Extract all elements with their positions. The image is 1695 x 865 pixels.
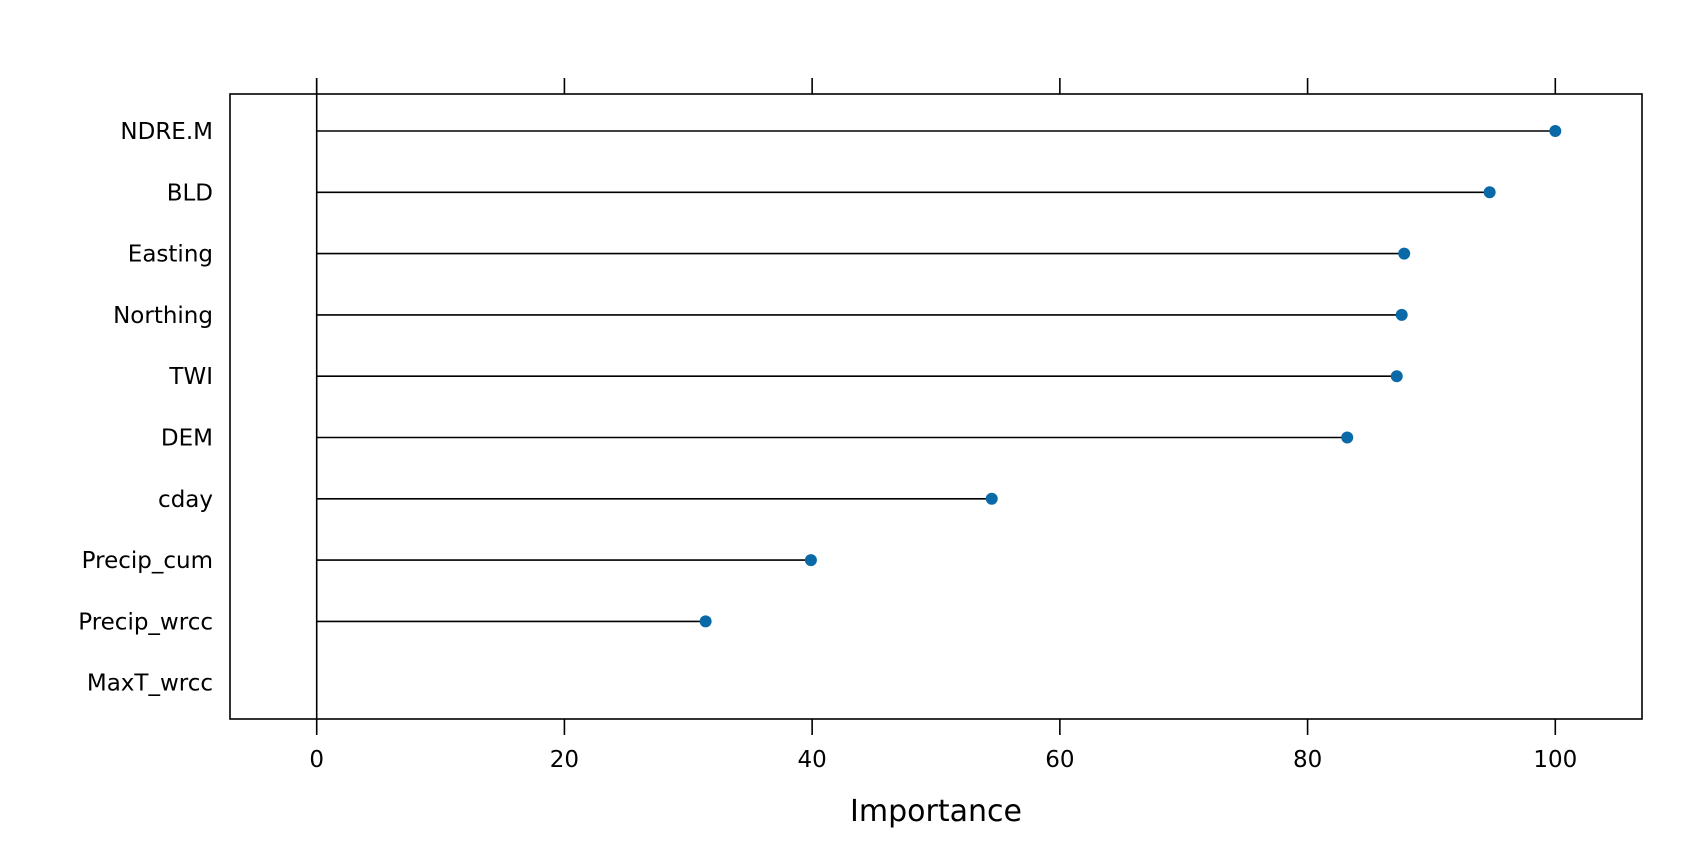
plot-frame	[229, 93, 1643, 720]
x-tick-label: 0	[309, 747, 324, 773]
category-label: MaxT_wrcc	[87, 671, 213, 697]
category-label: NDRE.M	[120, 119, 213, 145]
lollipop-points	[699, 125, 1562, 628]
lollipop-point	[1483, 186, 1496, 199]
category-label: Easting	[128, 242, 213, 268]
category-label: TWI	[168, 364, 213, 390]
category-label: Precip_cum	[82, 548, 213, 574]
x-tick-label: 100	[1533, 747, 1577, 773]
lollipop-point	[804, 554, 817, 567]
lollipop-stems	[316, 130, 1556, 623]
category-label: cday	[158, 487, 213, 513]
x-tick-label: 60	[1045, 747, 1074, 773]
lollipop-point	[985, 492, 998, 505]
category-label: Precip_wrcc	[78, 609, 213, 635]
lollipop-point	[699, 615, 712, 628]
x-tick-label: 40	[797, 747, 826, 773]
x-axis-ticks	[315, 78, 1557, 735]
x-tick-label: 20	[550, 747, 579, 773]
category-label: DEM	[161, 426, 213, 452]
category-label: Northing	[113, 303, 213, 329]
lollipop-point	[1549, 125, 1562, 137]
x-tick-label: 80	[1293, 747, 1322, 773]
category-label: BLD	[167, 180, 213, 206]
lollipop-point	[1390, 370, 1403, 383]
lollipop-point	[1398, 247, 1411, 260]
lollipop-point	[1341, 431, 1354, 444]
x-axis-title: Importance	[850, 794, 1022, 829]
x-axis-tick-labels: 0 20 40 60 80 100	[309, 747, 1577, 773]
lollipop-point	[1395, 308, 1408, 321]
